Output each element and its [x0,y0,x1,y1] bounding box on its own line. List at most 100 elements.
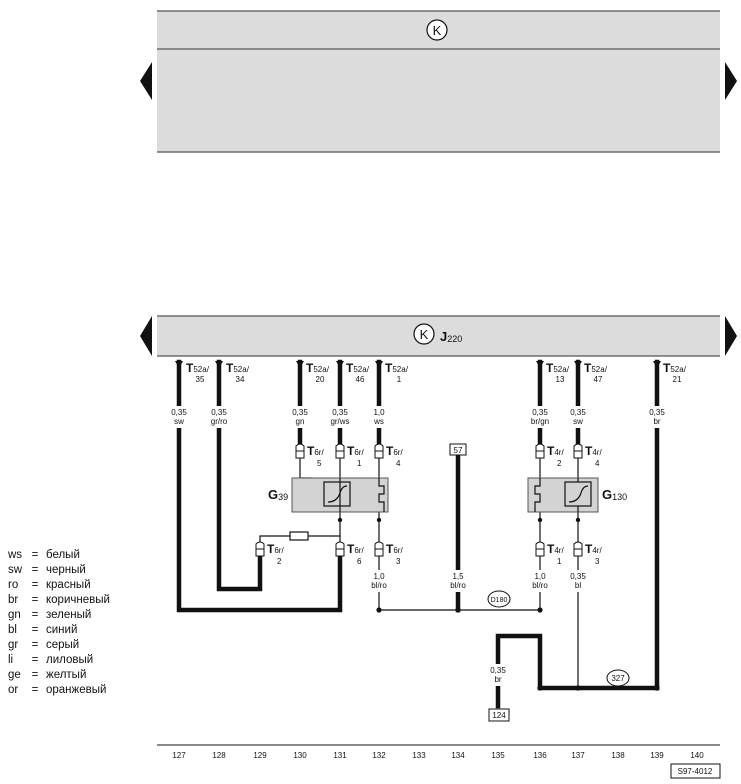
wire-color-label: br [494,675,501,684]
plug-label: T6r/ [347,444,364,458]
junction-dots [337,517,660,691]
connector-t52a-46: T52a/ [346,361,370,375]
plug-pin: 6 [357,557,362,566]
plug-labels: T6r/ 5 T6r/ 1 T6r/ 4 T4r/ 2 T4r/ 4 T6r/ … [267,444,602,566]
wire-size-label: 1,0 [534,572,546,581]
wire-size-label: 0,35 [532,408,548,417]
plug-label: T6r/ [307,444,324,458]
connector-pin-21: 21 [673,375,682,384]
plug-label: T6r/ [386,542,403,556]
resistor [289,531,309,541]
connector-pin-35: 35 [196,375,205,384]
column-number: 136 [533,751,547,760]
wire-size-label: 1,5 [452,572,464,581]
wire-color-label: ws [373,417,384,426]
plug-label: T4r/ [547,444,564,458]
connector-t52a-21: T52a/ [663,361,687,375]
column-number: 138 [611,751,625,760]
wire-size-label: 0,35 [570,572,586,581]
plug-pin: 1 [557,557,562,566]
legend-row: sw=черный [8,564,86,576]
wire-size-label: 0,35 [570,408,586,417]
wire-size-label: 1,0 [373,408,385,417]
ref-124-label: 124 [492,711,506,720]
column-number: 137 [571,751,585,760]
column-number: 134 [451,751,465,760]
j220-panel [157,316,720,356]
wire-grro-128 [216,359,263,592]
ecu-symbol: K [420,327,429,342]
wire-sw-127 [176,359,343,613]
ref-327-label: 327 [611,674,625,683]
plug-pin: 2 [277,557,282,566]
wire-size-label: 0,35 [649,408,665,417]
ecu-symbol-circle-top [426,19,448,41]
wire-color-label: bl/ro [532,581,548,590]
ecu-symbol-circle [413,323,435,345]
plug-symbols [255,443,583,557]
legend-row: ge=желтый [8,669,87,681]
column-number: 132 [372,751,386,760]
ref-box-57 [449,443,467,456]
legend-row: ro=красный [8,579,91,591]
plug-pin: 3 [595,557,600,566]
column-number: 133 [412,751,426,760]
column-number: 128 [212,751,226,760]
connector-pin-46: 46 [356,375,365,384]
connector-pin-13: 13 [556,375,565,384]
connector-pin-20: 20 [316,375,325,384]
plug-label: T6r/ [267,542,284,556]
component-g39: G39 [268,487,288,502]
wire-color-label: br/gn [531,417,549,426]
column-number: 135 [491,751,505,760]
plug-label: T4r/ [585,542,602,556]
column-number: 130 [293,751,307,760]
legend-row: gr=серый [8,639,80,651]
continues-left-arrow-top [140,62,152,100]
ref-57-label: 57 [454,446,463,455]
wire-size-label: 0,35 [490,666,506,675]
plug-label: T4r/ [585,444,602,458]
wire-size-label: 0,35 [292,408,308,417]
legend-row: or=оранжевый [8,684,107,696]
plug-pin: 3 [396,557,401,566]
plug-pin: 5 [317,459,322,468]
connector-t52a-1: T52a/ [385,361,409,375]
component-g130: G130 [602,487,627,502]
wire-labels-bottom: 1,0 bl/ro 1,5 bl/ro 1,0 bl/ro 0,35 bl 0,… [366,570,591,686]
wire-color-label: sw [573,417,583,426]
wire-color-label: gr/ws [330,417,349,426]
column-number: 139 [650,751,664,760]
ecu-name: J220 [440,329,462,344]
continues-right-arrow [725,316,737,356]
plug-label: T4r/ [547,542,564,556]
legend-row: bl=синий [8,624,78,636]
wires [176,359,660,709]
plug-pin: 4 [595,459,600,468]
connector-pin-34: 34 [236,375,245,384]
diagram-code-box [670,763,721,779]
wire-color-label: bl/ro [450,581,466,590]
plug-pin: 2 [557,459,562,468]
connector-t52a-13: T52a/ [546,361,570,375]
column-number: 129 [253,751,267,760]
connector-t52a-34: T52a/ [226,361,250,375]
connector-t52a-47: T52a/ [584,361,608,375]
connector-labels: T52a/ 35 T52a/ 34 T52a/ 20 T52a/ 46 T52a… [186,361,687,384]
column-number: 127 [172,751,186,760]
wire-arrows [175,361,661,368]
connector-t52a-20: T52a/ [306,361,330,375]
diagram-code: S97-4012 [678,767,713,776]
wire-labels-top: 0,35 sw 0,35 gr/ro 0,35 gn 0,35 gr/ws 1,… [166,406,670,428]
ref-circle-327 [606,669,630,687]
plug-label: T6r/ [386,444,403,458]
continues-right-arrow-top [725,62,737,100]
ref-circle-d180 [487,590,511,608]
continues-left-arrow [140,316,152,356]
wire-color-label: br [653,417,660,426]
connector-pin-47: 47 [594,375,603,384]
ref-d180-label: D180 [491,597,508,604]
wire-size-label: 0,35 [171,408,187,417]
wire-size-label: 0,35 [332,408,348,417]
